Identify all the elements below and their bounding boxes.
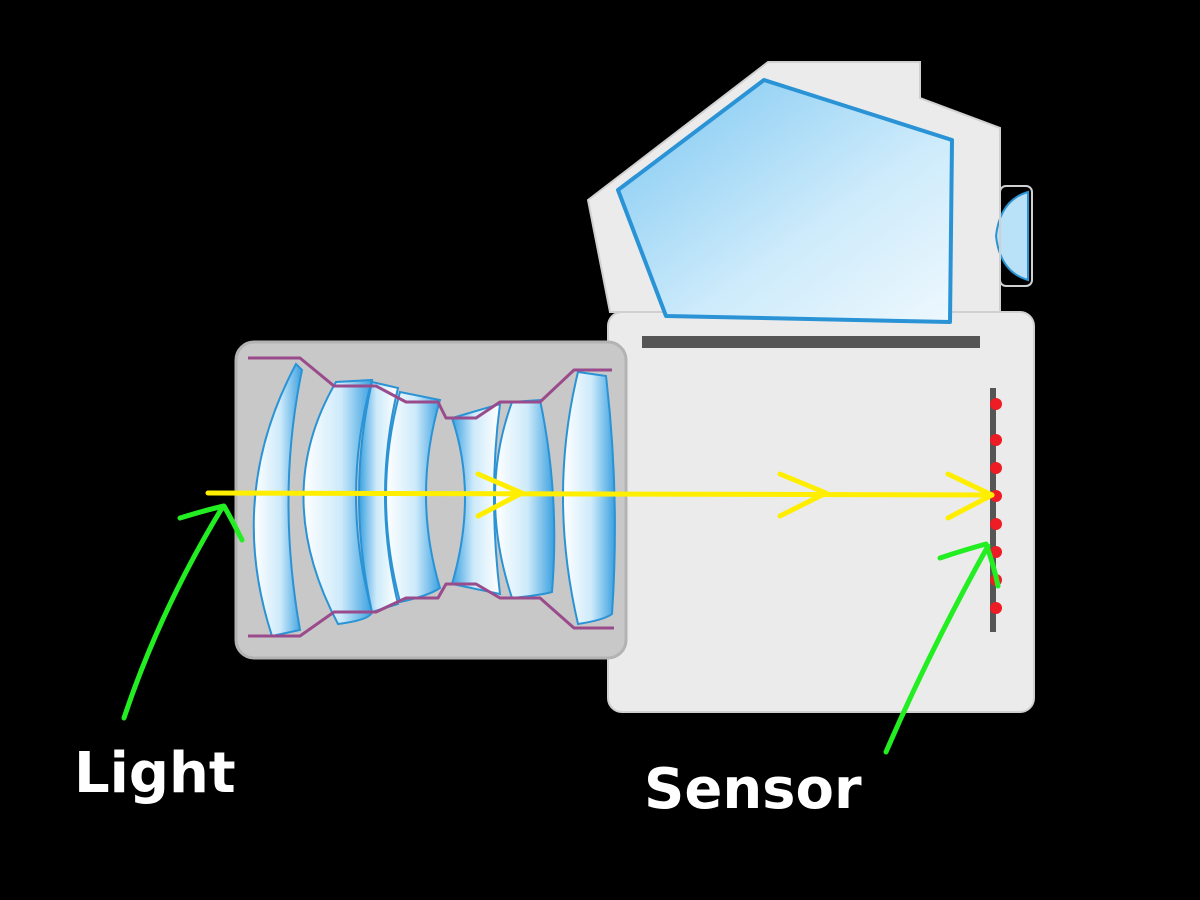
ray-direction-arrow-3-icon	[945, 471, 995, 521]
sensor-dot	[990, 602, 1002, 614]
lens-element-4	[385, 390, 442, 604]
light-label: Light	[74, 741, 236, 806]
lens-element-2	[302, 378, 374, 626]
camera-body	[586, 61, 1035, 713]
lens-element-7	[562, 370, 616, 626]
pentaprism-glass	[616, 78, 954, 324]
light-ray	[205, 471, 995, 521]
focusing-screen-bar	[642, 336, 980, 348]
light-pointer-arrow-icon	[121, 503, 245, 721]
sensor-dot	[990, 434, 1002, 446]
sensor-pointer-arrow-icon	[883, 541, 1001, 755]
lens-barrel-top-line	[248, 356, 612, 420]
lens-element-1	[252, 362, 304, 638]
light-ray-line	[205, 490, 995, 498]
sensor-bar	[990, 388, 996, 632]
eyepiece-mount	[999, 185, 1033, 287]
sensor-dot	[990, 518, 1002, 530]
ray-direction-arrow-2-icon	[777, 471, 829, 519]
sensor-dot	[990, 462, 1002, 474]
lens-element-6	[494, 398, 556, 600]
camera-main-body	[607, 311, 1035, 713]
lens-assembly	[234, 340, 628, 660]
sensor-dot	[990, 398, 1002, 410]
ray-direction-arrow-1-icon	[475, 471, 525, 519]
eyepiece	[994, 190, 1029, 282]
sensor-label: Sensor	[644, 757, 862, 822]
lens-element-5	[450, 402, 502, 596]
sensor-dot	[990, 546, 1002, 558]
lens-barrel-bottom-line	[248, 582, 614, 638]
